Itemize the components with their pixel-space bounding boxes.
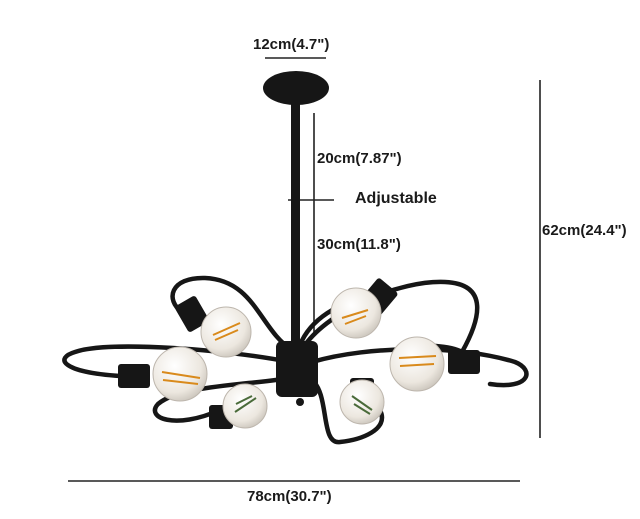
bulb-lower-right bbox=[339, 378, 385, 425]
bulb-top-left bbox=[175, 296, 252, 358]
dimension-lines bbox=[68, 57, 541, 482]
canopy-and-rod bbox=[263, 71, 329, 406]
rod-upper-label: 20cm(7.87") bbox=[317, 150, 402, 167]
total-height-label: 62cm(24.4") bbox=[542, 222, 627, 239]
bulbs bbox=[118, 278, 480, 429]
bulb-lower-left bbox=[209, 383, 268, 429]
adjustable-label: Adjustable bbox=[355, 190, 437, 207]
rod-lower-label: 30cm(11.8") bbox=[317, 236, 401, 253]
center-hub bbox=[276, 341, 318, 397]
bulb-top-right bbox=[330, 278, 398, 339]
canopy bbox=[263, 71, 329, 105]
total-width-label: 78cm(30.7") bbox=[247, 488, 332, 505]
canopy-width-label: 12cm(4.7") bbox=[253, 36, 330, 53]
bulb-left bbox=[118, 346, 208, 402]
rod bbox=[291, 96, 300, 346]
bulb-right bbox=[389, 336, 480, 392]
